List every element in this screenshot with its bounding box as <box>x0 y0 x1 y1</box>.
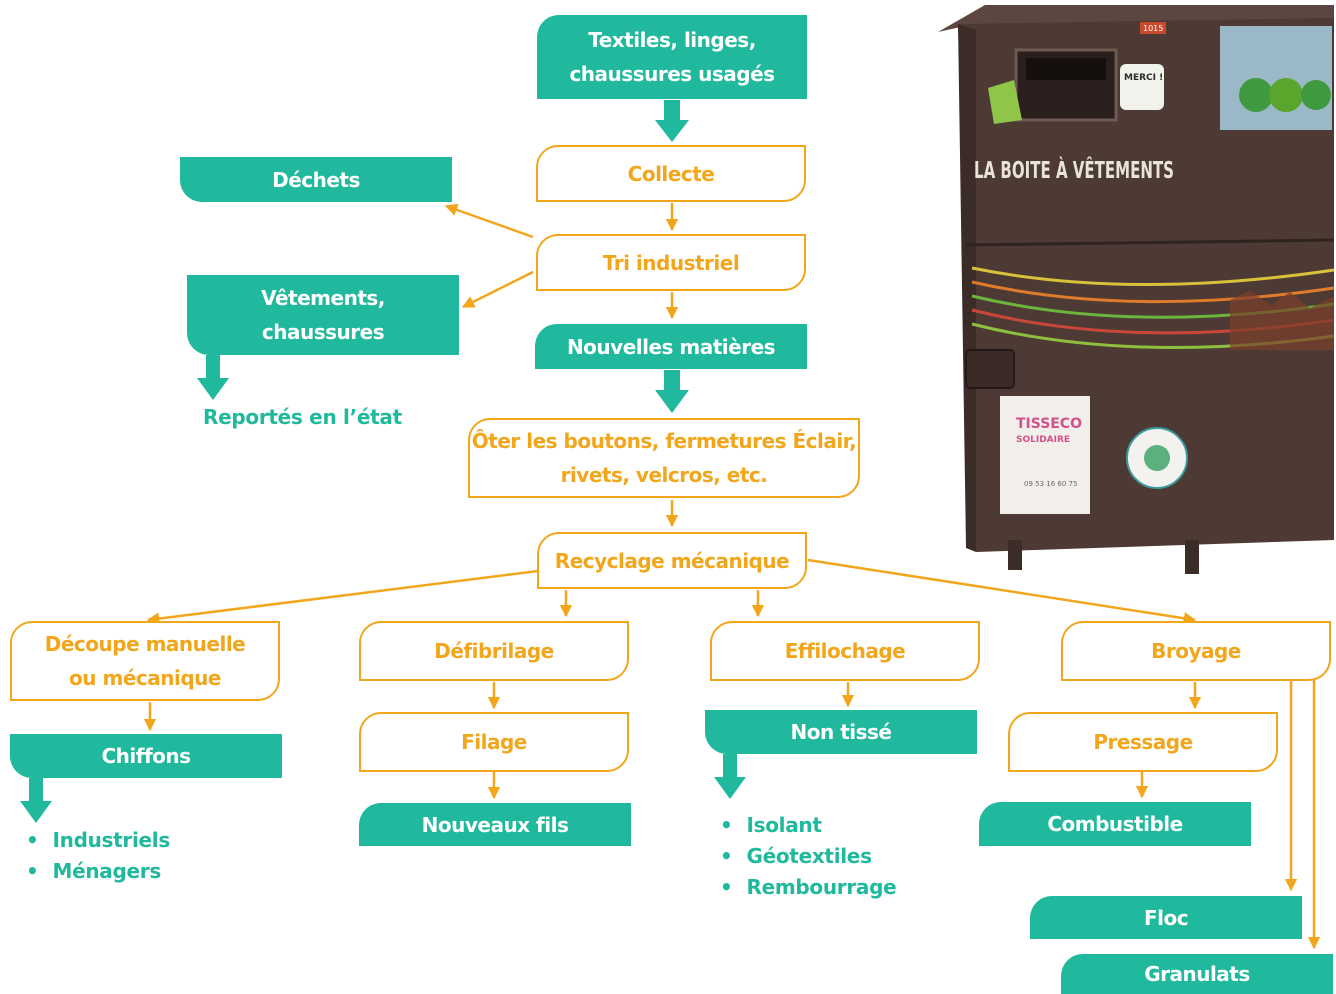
bin-logo-line2: SOLIDAIRE <box>1016 435 1070 445</box>
list-item-label: Géotextiles <box>746 844 872 868</box>
node-source: Textiles, linges, chaussures usagés <box>537 15 807 99</box>
node-tri: Tri industriel <box>536 234 806 291</box>
bullet: • <box>26 859 39 883</box>
node-nouveaux-fils: Nouveaux fils <box>359 803 631 846</box>
node-floc-label: Floc <box>1143 905 1189 930</box>
bin-seam <box>965 238 1335 247</box>
list-item-label: Ménagers <box>52 859 161 883</box>
bullet: • <box>720 875 733 899</box>
node-granulats: Granulats <box>1061 954 1333 994</box>
bin-number-tag <box>1140 22 1166 34</box>
list-non-tisse: • Isolant • Géotextiles • Rembourrage <box>720 810 897 903</box>
node-recyclage-label: Recyclage mécanique <box>554 548 790 573</box>
node-vetements: Vêtements, chaussures <box>187 275 459 355</box>
bin-side-shade <box>958 24 976 552</box>
node-chiffons: Chiffons <box>10 734 282 778</box>
bin-logo-line1: TISSECO <box>1016 416 1082 432</box>
arrow-nontisse-list <box>714 754 746 799</box>
node-collecte: Collecte <box>536 145 806 202</box>
node-filage: Filage <box>359 712 629 772</box>
arrow-source-collecte <box>655 100 689 142</box>
bin-stripe <box>971 280 1335 304</box>
arrow-recyclage-broyage <box>807 558 1197 625</box>
node-combustible-label: Combustible <box>1047 812 1183 836</box>
bin-side-garland <box>1230 290 1334 350</box>
bullet: • <box>720 844 733 868</box>
node-defibrilage: Défibrilage <box>359 621 629 681</box>
node-filage-label: Filage <box>461 730 527 754</box>
arrow-chiffons-list <box>20 778 52 823</box>
node-decoupe: Découpe manuelle ou mécanique <box>10 621 280 701</box>
list-item-label: Rembourrage <box>746 875 897 899</box>
node-vetements-line1: Vêtements, <box>261 286 385 310</box>
text-reportes: Reportés en l’état <box>203 405 402 429</box>
bullet: • <box>720 813 733 837</box>
bin-foot <box>1185 540 1199 574</box>
bin-panel-drop <box>1301 80 1331 110</box>
bin-slot-opening <box>1026 58 1106 80</box>
list-item-label: Industriels <box>52 828 170 852</box>
list-item: • Ménagers <box>26 856 170 887</box>
bin-info-panel <box>1220 26 1332 130</box>
clothing-bin-photo: 1015 MERCI ! LA BOITE À VÊTEMENTS TISSEC… <box>938 5 1335 574</box>
node-decoupe-line2: ou mécanique <box>69 666 221 690</box>
bin-logo-sticker <box>1000 396 1090 514</box>
node-broyage-label: Broyage <box>1151 639 1241 663</box>
node-non-tisse: Non tissé <box>705 710 977 754</box>
list-item: • Industriels <box>26 825 170 856</box>
node-decoupe-line1: Découpe manuelle <box>44 632 246 656</box>
node-recyclage: Recyclage mécanique <box>537 532 807 589</box>
arrow-tri-vetements <box>461 270 534 309</box>
bin-lid <box>938 5 1334 32</box>
node-pressage-label: Pressage <box>1093 730 1193 754</box>
list-chiffons: • Industriels • Ménagers <box>26 825 170 887</box>
node-vetements-line2: chaussures <box>261 320 385 344</box>
node-dechets: Déchets <box>180 157 452 202</box>
node-broyage: Broyage <box>1061 621 1331 681</box>
arrow-recyclage-decoupe <box>146 569 539 625</box>
node-floc: Floc <box>1030 896 1302 939</box>
bin-merci: MERCI ! <box>1124 73 1163 83</box>
node-non-tisse-label: Non tissé <box>790 720 892 744</box>
list-item: • Géotextiles <box>720 841 896 872</box>
bin-merci-sticker <box>1120 64 1164 110</box>
bin-number: 1015 <box>1143 24 1163 33</box>
node-oter-line1: Ôter les boutons, fermetures Éclair, <box>471 429 857 453</box>
bin-logo-phone: 09 53 16 60 75 <box>1024 480 1077 488</box>
bin-sign: LA BOITE À VÊTEMENTS <box>974 156 1174 184</box>
bin-panel-drop <box>1239 78 1273 112</box>
bin-handle <box>965 349 1015 389</box>
node-chiffons-label: Chiffons <box>101 744 191 768</box>
node-nouvelles-matieres: Nouvelles matières <box>535 324 807 369</box>
bin-stripe <box>971 266 1335 286</box>
arrow-vetements-reportes <box>197 355 229 400</box>
node-defibrilage-label: Défibrilage <box>434 639 554 663</box>
list-item: • Rembourrage <box>720 872 897 903</box>
node-effilochage-label: Effilochage <box>784 639 906 663</box>
bin-panel-drop <box>1269 78 1303 112</box>
node-source-line2: chaussures usagés <box>569 62 775 86</box>
node-dechets-label: Déchets <box>272 167 360 192</box>
arrow-tri-dechets <box>444 203 534 239</box>
arrow-nouvelles-oter <box>655 370 689 413</box>
bin-foot <box>1008 540 1022 570</box>
node-oter: Ôter les boutons, fermetures Éclair, rive… <box>468 418 860 498</box>
node-effilochage: Effilochage <box>710 621 980 681</box>
node-source-line1: Textiles, linges, <box>588 28 756 52</box>
node-combustible: Combustible <box>979 802 1251 846</box>
list-item: • Isolant <box>720 810 896 841</box>
bin-clothes-sticker <box>988 80 1022 124</box>
bin-round-sticker-inner <box>1144 445 1170 471</box>
node-oter-line2: rivets, velcros, etc. <box>560 463 768 487</box>
bullet: • <box>26 828 39 852</box>
node-nouvelles-label: Nouvelles matières <box>566 334 776 359</box>
node-granulats-label: Granulats <box>1144 962 1250 986</box>
node-tri-label: Tri industriel <box>602 250 740 275</box>
list-item-label: Isolant <box>746 813 822 837</box>
node-nouveaux-fils-label: Nouveaux fils <box>421 812 569 837</box>
node-pressage: Pressage <box>1008 712 1278 772</box>
node-collecte-label: Collecte <box>627 161 715 186</box>
